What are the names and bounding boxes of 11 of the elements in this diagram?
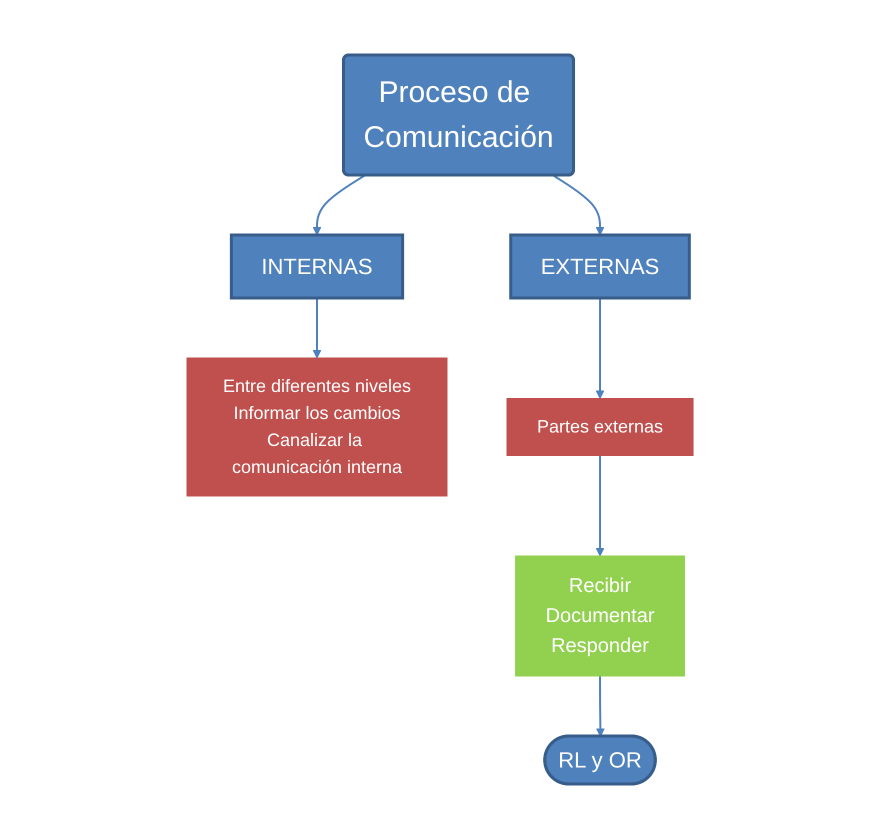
node-box: INTERNAS (230, 234, 404, 300)
arrow (596, 298, 604, 399)
node-box: Partes externas (506, 398, 694, 456)
arrow (552, 174, 604, 236)
node-box: Recibir Documentar Responder (515, 556, 685, 676)
node-box: EXTERNAS (509, 234, 691, 300)
arrow (312, 174, 366, 236)
arrow (596, 456, 604, 556)
arrow (312, 298, 322, 358)
node-box: Entre diferentes niveles Informar los cambios Canalizar la comunicación interna (186, 358, 448, 496)
arrow (596, 676, 605, 737)
